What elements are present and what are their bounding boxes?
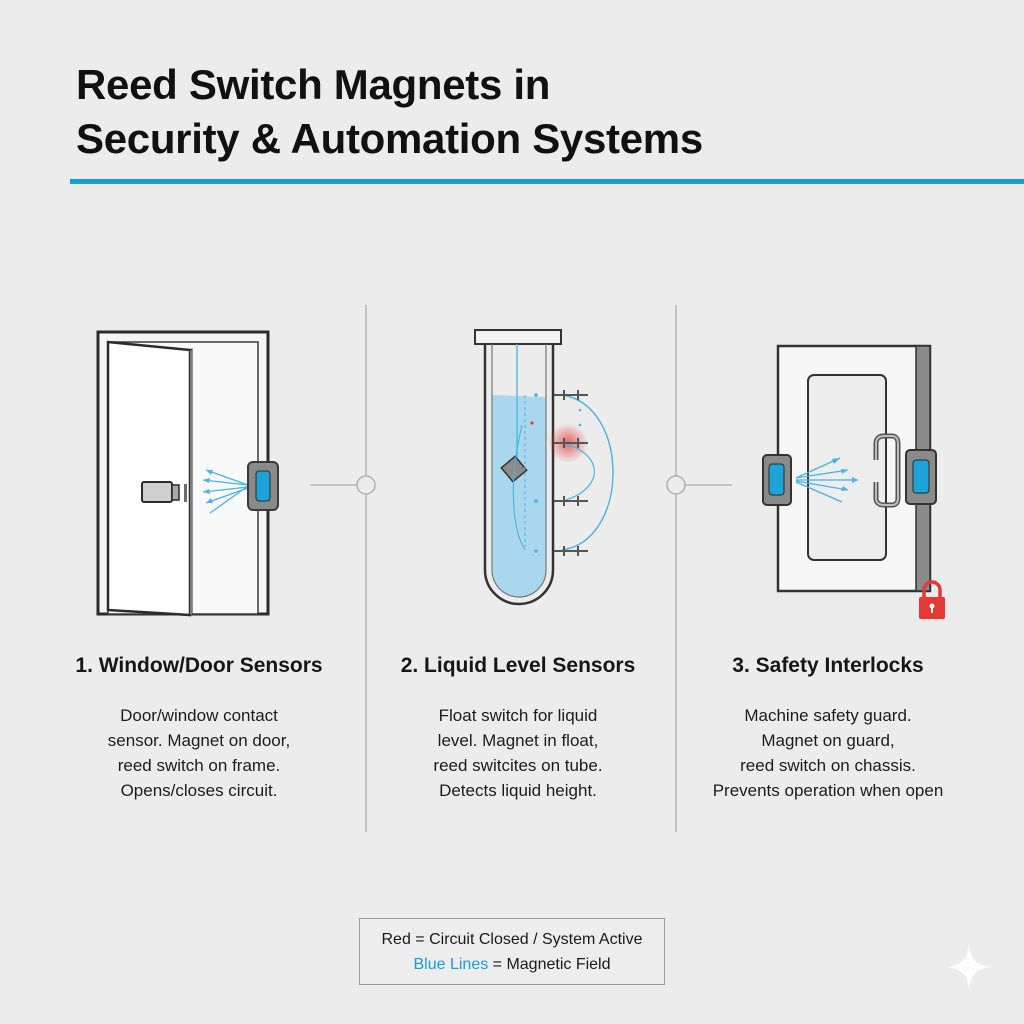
legend-line-blue: Blue Lines = Magnetic Field — [360, 952, 664, 977]
desc-line: Magnet on guard, — [761, 731, 895, 750]
legend-line-red: Red = Circuit Closed / System Active — [381, 931, 643, 948]
desc-line: level. Magnet in float, — [437, 731, 599, 750]
machine-guard-icon — [762, 344, 945, 619]
desc-line: Prevents operation when open — [712, 781, 944, 800]
legend-blue-label: Blue Lines — [413, 956, 489, 973]
desc-line: reed switch on frame. — [117, 756, 281, 775]
connector-node-2 — [666, 475, 732, 495]
section-title-safety: 3. Safety Interlocks — [732, 654, 924, 677]
padlock-icon — [919, 580, 945, 619]
desc-line: sensor. Magnet on door, — [107, 731, 291, 750]
title-line-2: Security & Automation Systems — [76, 115, 703, 162]
title-line-1: Reed Switch Magnets in — [76, 61, 551, 108]
section-desc-liquid: Float switch for liquid level. Magnet in… — [348, 703, 688, 803]
desc-line: Detects liquid height. — [439, 781, 597, 800]
desc-line: Machine safety guard. — [744, 706, 912, 725]
legend-box: Red = Circuit Closed / System Active Blu… — [359, 918, 665, 985]
title-accent-rule — [70, 179, 1024, 184]
float-tube-icon — [474, 329, 614, 606]
section-desc-door: Door/window contact sensor. Magnet on do… — [29, 703, 369, 803]
desc-line: Float switch for liquid — [438, 706, 598, 725]
column-divider-1 — [365, 305, 367, 832]
desc-line: reed switch on chassis. — [740, 756, 916, 775]
page-title: Reed Switch Magnets in Security & Automa… — [76, 58, 703, 166]
section-title-door: 1. Window/Door Sensors — [75, 654, 323, 677]
desc-line: reed switcites on tube. — [433, 756, 603, 775]
column-divider-2 — [675, 305, 677, 832]
desc-line: Opens/closes circuit. — [120, 781, 278, 800]
connector-node-1 — [310, 475, 376, 495]
section-title-liquid: 2. Liquid Level Sensors — [400, 654, 636, 677]
sparkle-icon — [946, 944, 992, 990]
section-desc-safety: Machine safety guard. Magnet on guard, r… — [658, 703, 998, 803]
desc-line: Door/window contact — [120, 706, 278, 725]
door-sensor-icon — [96, 330, 279, 617]
legend-blue-meaning: = Magnetic Field — [488, 956, 611, 973]
